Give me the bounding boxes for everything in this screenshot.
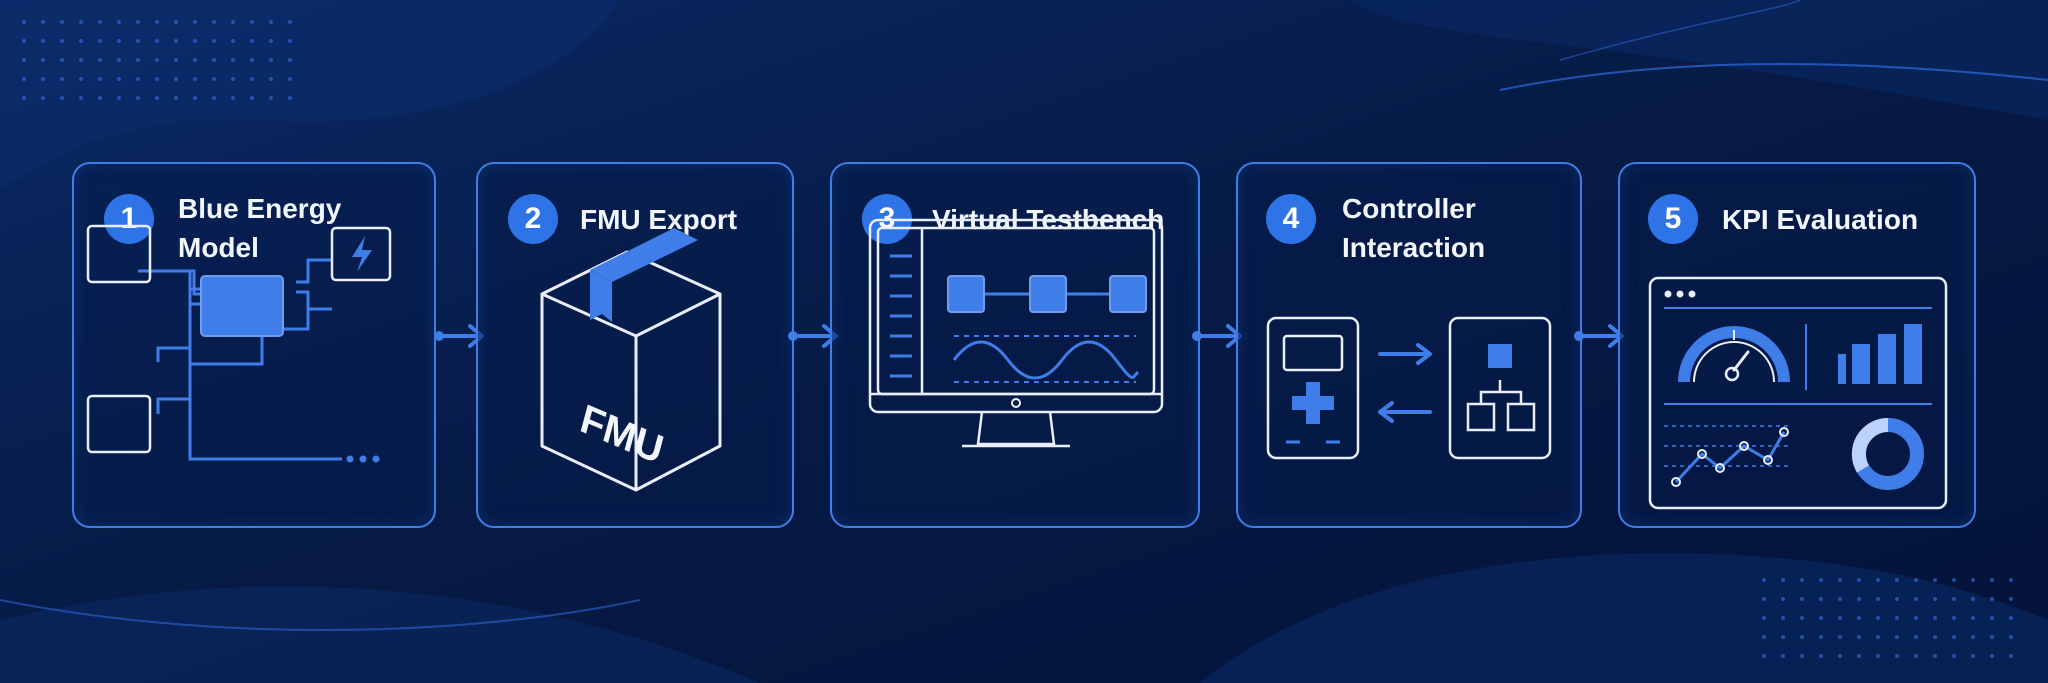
lightning-icon (352, 236, 372, 272)
monitor-testbench-icon (868, 218, 1164, 448)
step-title-line: Blue Energy (178, 193, 342, 224)
step-number-badge: 2 (508, 194, 558, 244)
step-card-kpi-evaluation: 5 KPI Evaluation (1618, 162, 1976, 528)
dashboard-icon (1648, 276, 1948, 510)
step-card-virtual-testbench: 3 Virtual Testbench (830, 162, 1200, 528)
step-number-badge: 4 (1266, 194, 1316, 244)
step-title-line: FMU Export (580, 204, 738, 235)
step-card-controller-interaction: 4 Controller Interaction (1236, 162, 1582, 528)
step-title: FMU Export (580, 200, 737, 239)
step-title: KPI Evaluation (1722, 200, 1918, 239)
step-title-line: Model (178, 232, 259, 263)
fmu-box-label: FMU (576, 396, 668, 473)
step-title-line: KPI Evaluation (1722, 204, 1919, 235)
step-card-blue-energy-model: 1 Blue Energy Model (72, 162, 436, 528)
step-title: Blue Energy Model (178, 189, 341, 267)
step-number-badge: 5 (1648, 194, 1698, 244)
step-title-line: Interaction (1342, 232, 1486, 263)
package-box-icon: FMU (540, 228, 722, 492)
controller-exchange-icon (1266, 316, 1552, 460)
network-diagram-icon (86, 224, 392, 463)
step-title-line: Controller (1342, 193, 1476, 224)
step-title: Controller Interaction (1342, 189, 1485, 267)
step-card-fmu-export: 2 FMU Export FMU (476, 162, 794, 528)
